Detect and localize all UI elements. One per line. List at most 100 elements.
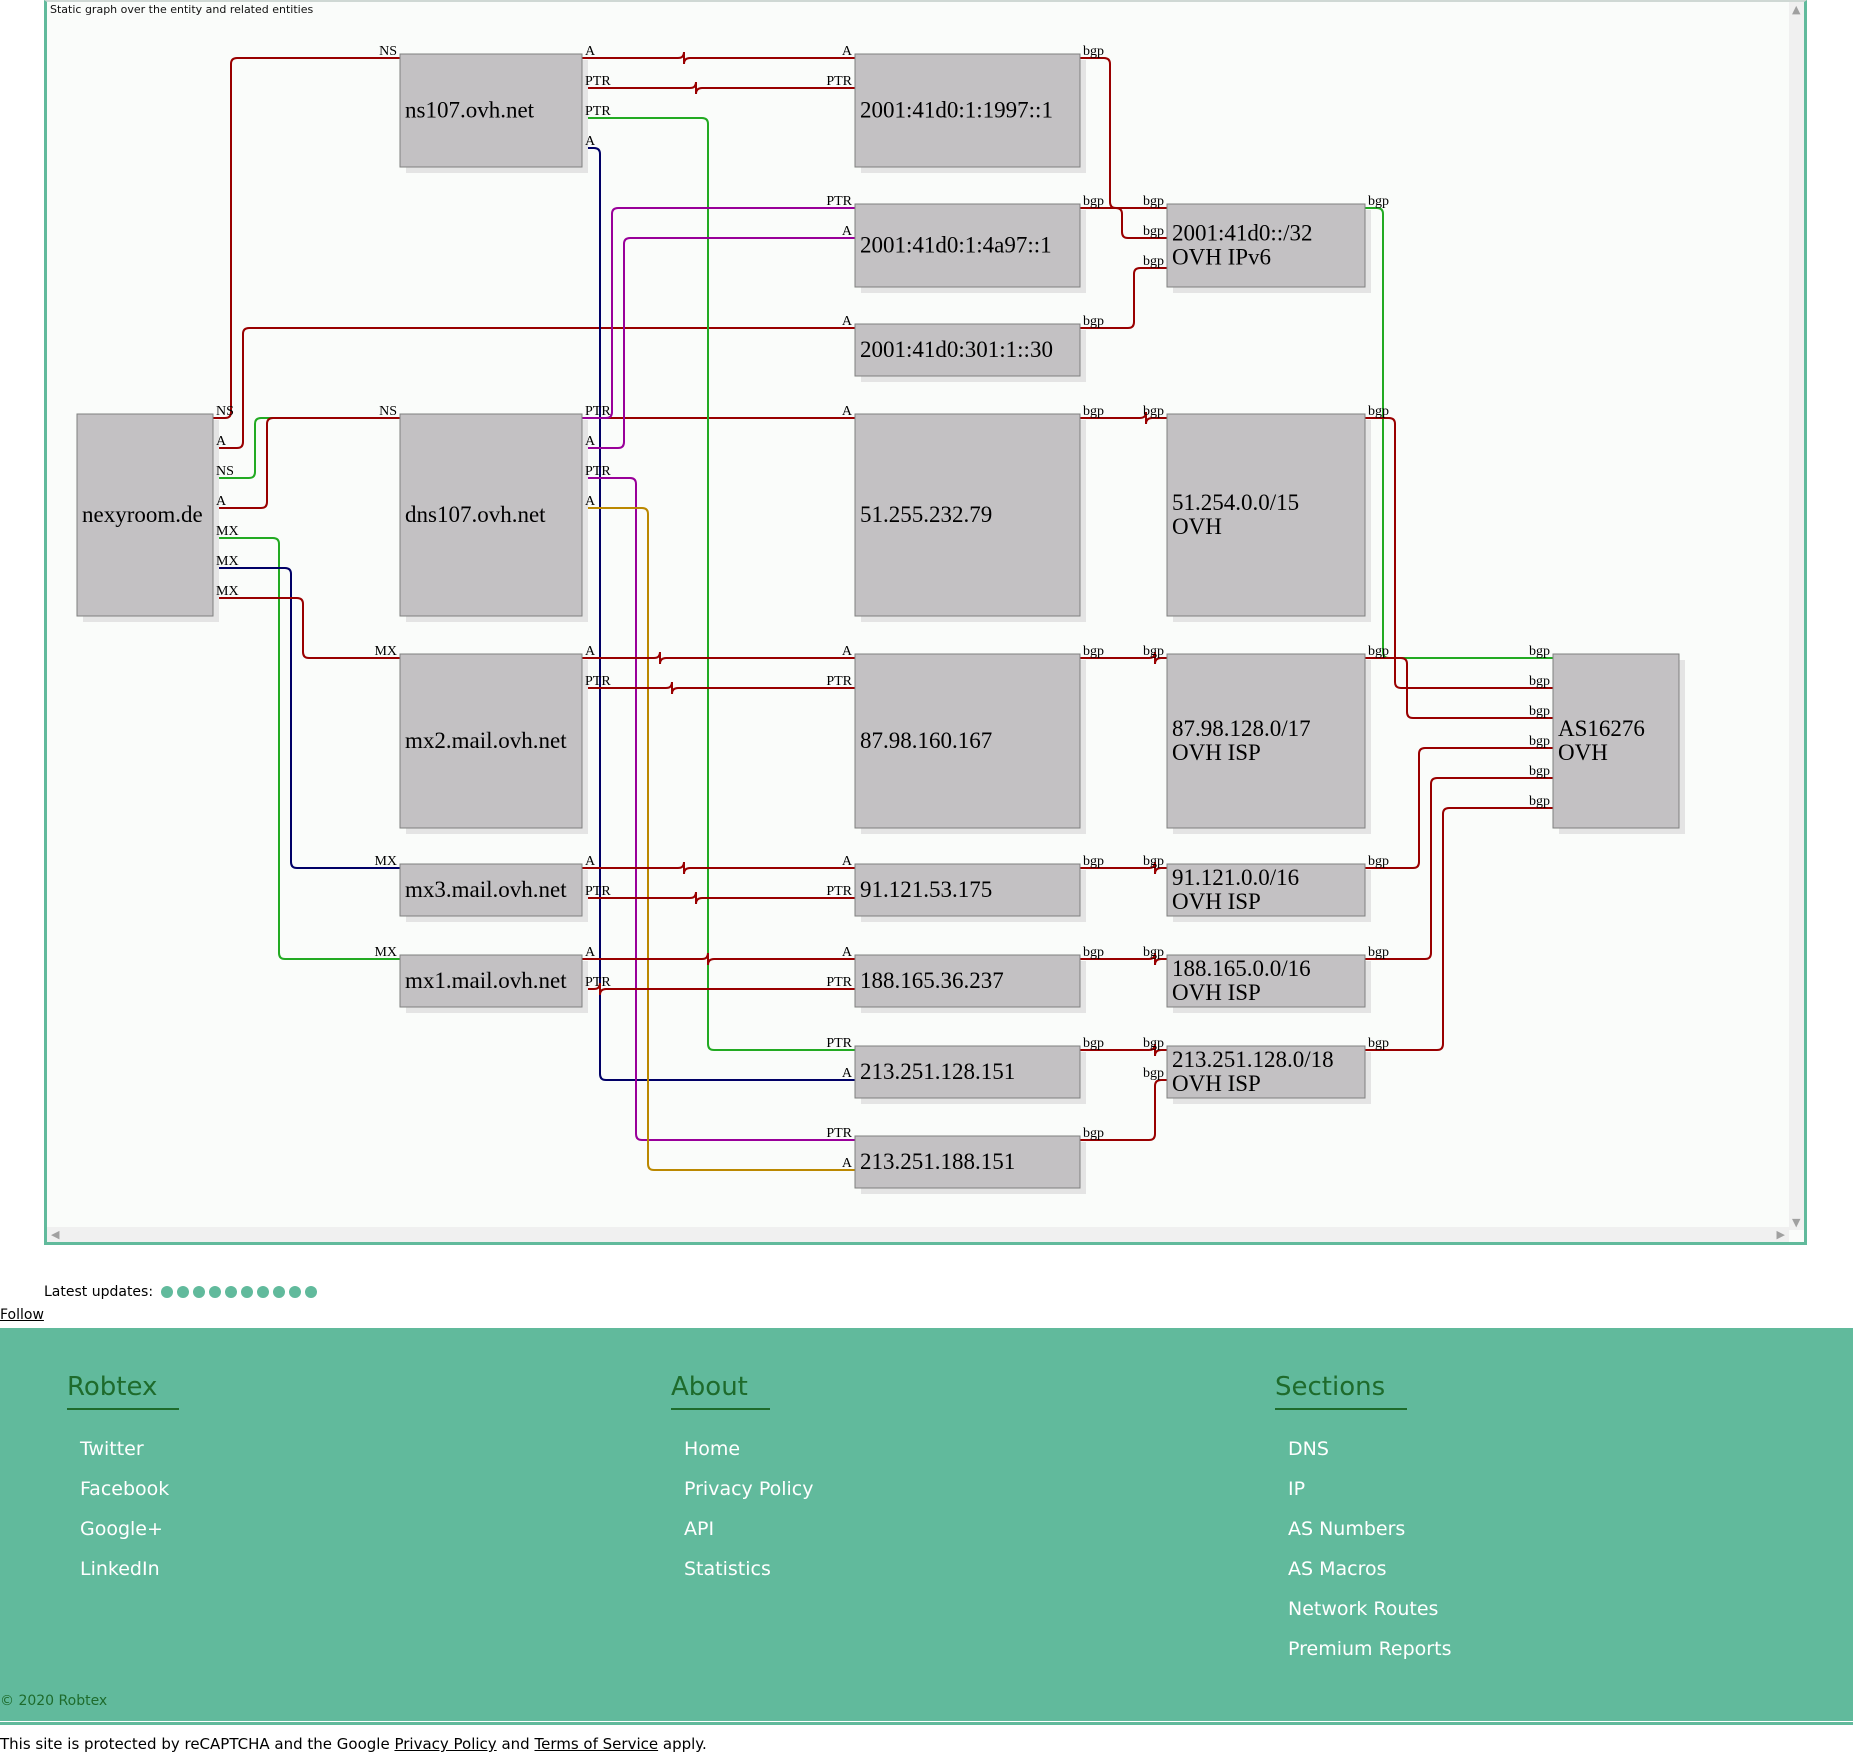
footer-link-privacy-policy[interactable]: Privacy Policy	[684, 1478, 814, 1500]
footer-link-twitter[interactable]: Twitter	[80, 1438, 144, 1460]
graph-edge[interactable]	[1365, 207, 1553, 659]
graph-edge[interactable]	[582, 681, 855, 695]
node-box[interactable]	[76, 413, 214, 617]
node-box[interactable]	[1166, 863, 1366, 917]
follow-link[interactable]: Follow	[0, 1307, 44, 1323]
graph-edge[interactable]	[213, 57, 400, 419]
graph-edge[interactable]	[1080, 267, 1167, 329]
graph-node-ip4a[interactable]: 51.255.232.79	[854, 413, 1086, 622]
update-dot[interactable]	[305, 1286, 318, 1298]
graph-node-ip6b[interactable]: 2001:41d0:1:4a97::1	[854, 203, 1086, 293]
footer-link-ip[interactable]: IP	[1288, 1478, 1306, 1500]
graph-edge[interactable]	[582, 861, 855, 875]
graph-node-ip4f[interactable]: 213.251.188.151	[854, 1135, 1086, 1194]
footer-link-premium-reports[interactable]: Premium Reports	[1288, 1638, 1452, 1660]
update-dot[interactable]	[193, 1286, 206, 1298]
graph-edge[interactable]	[582, 477, 855, 1141]
graph-edge[interactable]	[213, 597, 400, 659]
node-box[interactable]	[854, 653, 1081, 829]
node-box[interactable]	[854, 323, 1081, 377]
graph-edge[interactable]	[582, 982, 855, 996]
node-box[interactable]	[399, 53, 583, 168]
graph-edge[interactable]	[213, 537, 400, 960]
graph-edge[interactable]	[1080, 952, 1167, 966]
node-box[interactable]	[399, 413, 583, 617]
graph-edge[interactable]	[582, 651, 855, 665]
node-box[interactable]	[854, 1135, 1081, 1189]
update-dot[interactable]	[241, 1286, 254, 1298]
graph-edge[interactable]	[1080, 1079, 1167, 1141]
update-dot[interactable]	[161, 1286, 174, 1298]
update-dot[interactable]	[289, 1286, 302, 1298]
graph-edge[interactable]	[1365, 777, 1553, 960]
vertical-scrollbar[interactable]: ▲ ▼	[1789, 2, 1804, 1230]
node-box[interactable]	[1166, 1045, 1366, 1099]
graph-edge[interactable]	[213, 417, 855, 509]
graph-node-ip6a[interactable]: 2001:41d0:1:1997::1	[854, 53, 1086, 173]
graph-node-mx3[interactable]: mx3.mail.ovh.net	[399, 863, 588, 922]
node-box[interactable]	[854, 203, 1081, 288]
footer-link-statistics[interactable]: Statistics	[684, 1558, 771, 1580]
footer-link-googleplus[interactable]: Google+	[80, 1518, 163, 1540]
node-box[interactable]	[1166, 653, 1366, 829]
graph-node-ip4d[interactable]: 188.165.36.237	[854, 954, 1086, 1013]
footer-link-home[interactable]: Home	[684, 1438, 741, 1460]
scroll-up-icon[interactable]: ▲	[1792, 3, 1801, 16]
graph-edge[interactable]	[582, 147, 855, 1081]
graph-edge[interactable]	[1365, 747, 1553, 869]
update-dot[interactable]	[273, 1286, 286, 1298]
graph-node-ip6c[interactable]: 2001:41d0:301:1::30	[854, 323, 1086, 382]
scroll-down-icon[interactable]: ▼	[1792, 1216, 1801, 1229]
node-box[interactable]	[1166, 413, 1366, 617]
node-box[interactable]	[854, 863, 1081, 917]
node-box[interactable]	[1166, 954, 1366, 1008]
graph-node-nexyroom[interactable]: nexyroom.de	[76, 413, 219, 622]
footer-link-linkedin[interactable]: LinkedIn	[80, 1558, 160, 1580]
graph-node-ip4c[interactable]: 91.121.53.175	[854, 863, 1086, 922]
graph-edge[interactable]	[1365, 807, 1553, 1051]
graph-edge[interactable]	[582, 81, 855, 95]
graph-edge[interactable]	[1080, 207, 1167, 239]
node-box[interactable]	[1552, 653, 1680, 829]
graph-edge[interactable]	[1365, 417, 1553, 689]
graph-edge[interactable]	[582, 952, 855, 966]
update-dot[interactable]	[177, 1286, 190, 1298]
footer-link-network-routes[interactable]: Network Routes	[1288, 1598, 1439, 1620]
footer-link-as-numbers[interactable]: AS Numbers	[1288, 1518, 1406, 1540]
graph-node-ip4b[interactable]: 87.98.160.167	[854, 653, 1086, 834]
graph-edge[interactable]	[582, 117, 855, 1051]
graph-node-mx2[interactable]: mx2.mail.ovh.net	[399, 653, 588, 834]
update-dot[interactable]	[209, 1286, 222, 1298]
horizontal-scrollbar[interactable]: ◀ ▶	[47, 1227, 1789, 1242]
graph-edge[interactable]	[582, 207, 855, 419]
scroll-left-icon[interactable]: ◀	[51, 1228, 60, 1241]
graph-edge[interactable]	[582, 51, 855, 65]
update-dot[interactable]	[257, 1286, 270, 1298]
graph-edge[interactable]	[582, 891, 855, 905]
graph-edge[interactable]	[582, 237, 855, 449]
footer-link-facebook[interactable]: Facebook	[80, 1478, 170, 1500]
graph-edge[interactable]	[213, 567, 400, 869]
update-dot[interactable]	[225, 1286, 238, 1298]
graph-node-ns107[interactable]: ns107.ovh.net	[399, 53, 588, 173]
footer-link-api[interactable]: API	[684, 1518, 715, 1540]
graph-edge[interactable]	[582, 507, 855, 1171]
node-box[interactable]	[1166, 203, 1366, 288]
graph-edge[interactable]	[1080, 651, 1167, 665]
scroll-right-icon[interactable]: ▶	[1776, 1228, 1785, 1241]
node-box[interactable]	[854, 413, 1081, 617]
google-terms-link[interactable]: Terms of Service	[534, 1735, 659, 1753]
node-box[interactable]	[854, 954, 1081, 1008]
graph-edge[interactable]	[1080, 861, 1167, 875]
graph-edge[interactable]	[213, 327, 855, 449]
graph-edge[interactable]	[213, 417, 400, 479]
node-box[interactable]	[399, 653, 583, 829]
node-box[interactable]	[399, 863, 583, 917]
graph-node-dns107[interactable]: dns107.ovh.net	[399, 413, 588, 622]
node-box[interactable]	[854, 1045, 1081, 1099]
google-privacy-policy-link[interactable]: Privacy Policy	[394, 1735, 497, 1753]
